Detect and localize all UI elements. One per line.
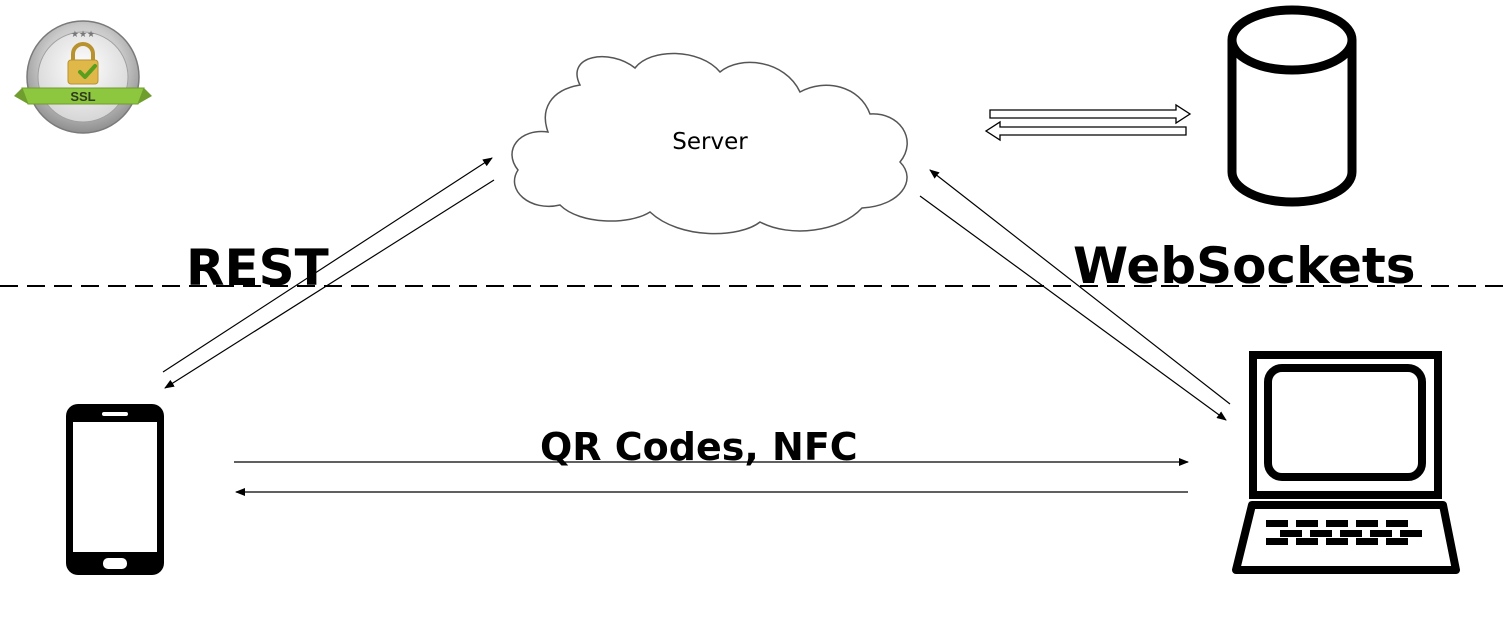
rest-arrows	[162, 157, 495, 389]
smartphone-icon	[66, 404, 164, 575]
websockets-label: WebSockets	[1073, 237, 1416, 295]
server-label: Server	[672, 129, 748, 155]
local-transfer-label: QR Codes, NFC	[540, 425, 858, 469]
ssl-badge-stars: ★★★	[71, 29, 95, 39]
rest-label: REST	[186, 239, 329, 297]
database-icon	[1227, 5, 1357, 207]
laptop-icon	[1232, 351, 1460, 574]
local-transfer-arrows	[234, 458, 1189, 496]
ssl-badge-label: SSL	[70, 89, 95, 104]
ssl-badge-icon: SSL ★★★	[14, 20, 152, 134]
cloud-icon	[511, 52, 908, 235]
server-database-arrows	[984, 103, 1192, 142]
websockets-arrows	[919, 169, 1231, 421]
